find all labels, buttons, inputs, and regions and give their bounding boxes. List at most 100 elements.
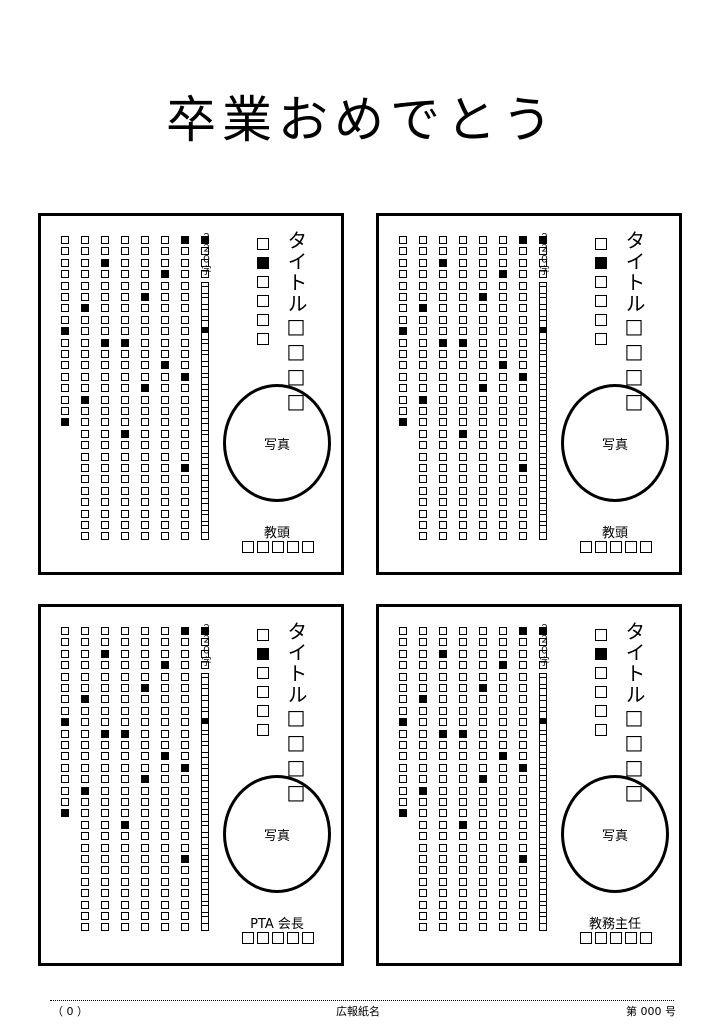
grid-cell bbox=[201, 343, 209, 351]
grid-cell bbox=[519, 384, 527, 393]
grid-cell bbox=[81, 820, 89, 829]
photo-label: 写真 bbox=[263, 437, 290, 453]
grid-cell bbox=[161, 649, 169, 658]
grid-cell bbox=[459, 752, 467, 761]
grid-cell bbox=[61, 638, 69, 647]
grid-cell bbox=[479, 498, 487, 507]
grid-cell bbox=[141, 752, 149, 761]
grid-cell bbox=[399, 706, 407, 715]
grid-cell bbox=[479, 923, 487, 932]
grid-cell bbox=[181, 258, 189, 267]
grid-cell bbox=[161, 912, 169, 920]
grid-cell bbox=[479, 820, 487, 829]
grid-cell-marker bbox=[499, 361, 507, 370]
grid-cell bbox=[181, 281, 189, 290]
grid-cell bbox=[539, 247, 547, 256]
grid-cell bbox=[141, 258, 149, 267]
name-box bbox=[580, 541, 592, 553]
article-title: タイトル□□□□ bbox=[622, 230, 646, 414]
grid-cell bbox=[141, 350, 149, 358]
grid-cell bbox=[181, 395, 189, 404]
grid-cell bbox=[81, 775, 89, 784]
grid-cell bbox=[181, 649, 189, 658]
grid-cell bbox=[539, 532, 547, 541]
grid-cell bbox=[539, 331, 547, 340]
grid-cell bbox=[61, 684, 69, 692]
grid-cell bbox=[61, 338, 69, 347]
subtitle-box bbox=[595, 686, 607, 698]
grid-cell bbox=[161, 407, 169, 415]
grid-cell bbox=[539, 882, 547, 891]
grid-cell bbox=[539, 802, 547, 811]
grid-cell bbox=[121, 832, 129, 841]
grid-cell bbox=[121, 293, 129, 301]
grid-cell bbox=[399, 236, 407, 244]
grid-cell bbox=[121, 521, 129, 529]
grid-cell bbox=[539, 745, 547, 754]
grid-cell bbox=[81, 877, 89, 886]
grid-cell bbox=[539, 688, 547, 697]
grid-cell bbox=[101, 923, 109, 932]
grid-cell bbox=[201, 388, 209, 397]
photo-label: 写真 bbox=[601, 437, 628, 453]
grid-cell bbox=[479, 649, 487, 658]
photo-placeholder: 写真 bbox=[561, 384, 669, 502]
grid-cell bbox=[539, 768, 547, 777]
grid-cell bbox=[519, 877, 527, 886]
grid-cell bbox=[499, 649, 507, 658]
grid-cell bbox=[141, 247, 149, 256]
grid-cell-marker bbox=[479, 384, 487, 393]
grid-cell bbox=[61, 786, 69, 795]
grid-cell bbox=[419, 866, 427, 875]
grid-cell bbox=[539, 923, 547, 932]
grid-cell bbox=[519, 247, 527, 256]
grid-cell bbox=[539, 258, 547, 267]
grid-cell bbox=[161, 718, 169, 727]
grid-cell bbox=[201, 745, 209, 754]
grid-cell bbox=[201, 905, 209, 913]
grid-cell bbox=[399, 395, 407, 404]
grid-cell bbox=[121, 798, 129, 806]
grid-cell bbox=[101, 752, 109, 761]
grid-cell-marker bbox=[419, 695, 427, 704]
grid-cell bbox=[439, 843, 447, 852]
grid-cell bbox=[539, 677, 547, 685]
grid-cell bbox=[459, 923, 467, 932]
grid-cell bbox=[439, 247, 447, 256]
grid-cell bbox=[141, 832, 149, 841]
grid-cell bbox=[201, 638, 209, 647]
grid-cell bbox=[499, 832, 507, 841]
grid-cell bbox=[519, 258, 527, 267]
grid-cell bbox=[399, 741, 407, 749]
grid-cell bbox=[141, 718, 149, 727]
grid-cell bbox=[499, 532, 507, 541]
grid-cell bbox=[499, 718, 507, 727]
grid-cell bbox=[121, 923, 129, 932]
grid-cell bbox=[499, 464, 507, 472]
grid-cell bbox=[121, 361, 129, 370]
grid-cell-marker bbox=[519, 855, 527, 863]
grid-cell-marker bbox=[519, 464, 527, 472]
grid-cell bbox=[161, 900, 169, 909]
grid-cell bbox=[201, 722, 209, 731]
grid-cell bbox=[419, 521, 427, 529]
grid-cell bbox=[161, 304, 169, 313]
grid-cell bbox=[539, 893, 547, 902]
name-box bbox=[595, 541, 607, 553]
grid-cell-marker bbox=[101, 258, 109, 267]
grid-cell bbox=[459, 327, 467, 336]
author-role: 教務主任 bbox=[588, 917, 641, 932]
grid-cell bbox=[181, 384, 189, 393]
grid-cell bbox=[61, 270, 69, 279]
grid-cell-marker bbox=[539, 236, 547, 244]
grid-cell bbox=[439, 384, 447, 393]
grid-cell bbox=[141, 429, 149, 438]
grid-cell bbox=[121, 486, 129, 495]
grid-cell bbox=[101, 706, 109, 715]
grid-cell bbox=[101, 509, 109, 518]
grid-cell bbox=[459, 627, 467, 635]
name-box bbox=[580, 932, 592, 944]
grid-cell bbox=[479, 889, 487, 898]
grid-cell bbox=[519, 350, 527, 358]
grid-cell bbox=[181, 877, 189, 886]
